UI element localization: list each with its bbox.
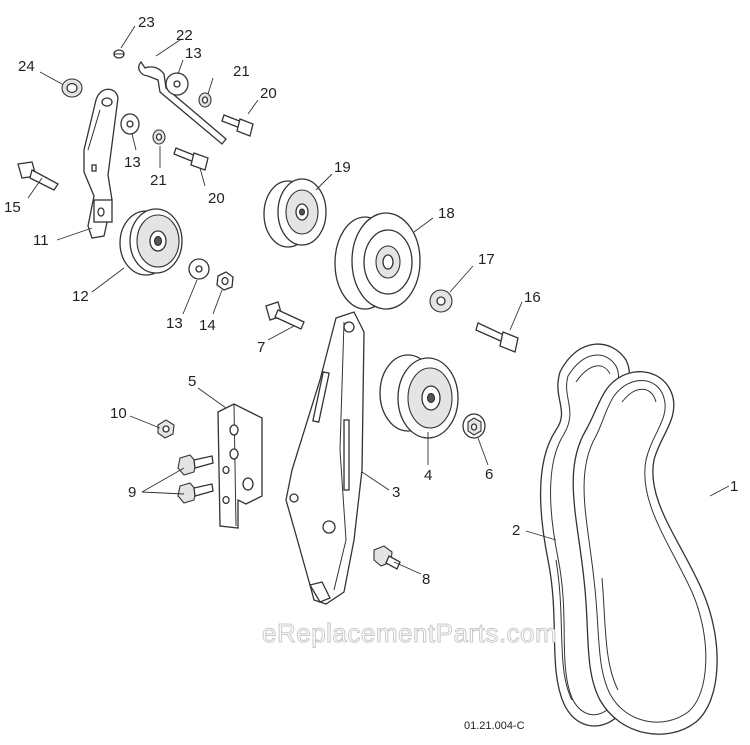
callout-10: 10 — [110, 405, 127, 422]
callout-9: 9 — [128, 484, 136, 501]
part-11-bracket[interactable] — [83, 88, 119, 239]
callout-13-top: 13 — [185, 45, 202, 62]
callout-3: 3 — [392, 484, 400, 501]
callout-19: 19 — [334, 159, 351, 176]
callout-15: 15 — [4, 199, 21, 216]
callout-4: 4 — [424, 467, 432, 484]
callout-7: 7 — [257, 339, 265, 356]
callout-11: 11 — [33, 232, 49, 249]
part-10-nut[interactable] — [157, 419, 175, 439]
part-8-bolt[interactable] — [373, 545, 401, 570]
callout-1: 1 — [730, 478, 738, 495]
part-24-bushing[interactable] — [61, 78, 83, 98]
part-7-bolt[interactable] — [265, 301, 305, 330]
part-21-nut-low[interactable] — [152, 129, 166, 145]
callout-14: 14 — [199, 317, 216, 334]
part-15-bolt[interactable] — [17, 161, 59, 191]
callout-12: 12 — [72, 288, 89, 305]
part-3-idler-arm[interactable] — [285, 311, 365, 605]
part-9-bolt-lower[interactable] — [177, 482, 214, 504]
part-14-nut[interactable] — [216, 271, 234, 291]
part-12-pulley[interactable] — [119, 208, 183, 276]
callout-13-low: 13 — [166, 315, 183, 332]
part-23-clip[interactable] — [113, 49, 125, 59]
callout-20-low: 20 — [208, 190, 225, 207]
part-1-belt[interactable] — [572, 371, 718, 735]
part-5-plate[interactable] — [217, 403, 263, 529]
part-6-nut[interactable] — [462, 413, 486, 439]
callout-21-low: 21 — [150, 172, 167, 189]
callout-8: 8 — [422, 571, 430, 588]
leader-lines — [27, 25, 730, 575]
callout-22: 22 — [176, 27, 193, 44]
callout-17: 17 — [478, 251, 495, 268]
watermark: eReplacementParts.com — [262, 618, 557, 648]
part-19-pulley[interactable] — [263, 178, 327, 248]
callout-5: 5 — [188, 373, 196, 390]
callout-23: 23 — [138, 14, 155, 31]
part-4-pulley[interactable] — [379, 354, 459, 439]
part-20-bolt-top[interactable] — [221, 114, 254, 137]
part-21-nut-top[interactable] — [198, 92, 212, 108]
callout-18: 18 — [438, 205, 455, 222]
callout-24: 24 — [18, 58, 35, 75]
part-13-washer-low[interactable] — [188, 258, 210, 280]
callout-labels: 1 2 3 4 5 6 7 8 9 10 11 12 13 13 13 14 1… — [4, 14, 738, 588]
callout-16: 16 — [524, 289, 541, 306]
callout-6: 6 — [485, 466, 493, 483]
part-13-washer-top[interactable] — [165, 72, 189, 96]
part-20-bolt-low[interactable] — [173, 147, 209, 171]
part-9-bolt-upper[interactable] — [177, 454, 214, 476]
part-18-pulley[interactable] — [334, 212, 421, 310]
drawing-code: 01.21.004-C — [464, 720, 525, 732]
callout-20-top: 20 — [260, 85, 277, 102]
part-16-bolt[interactable] — [475, 322, 519, 353]
part-13-washer-mid[interactable] — [120, 113, 140, 135]
callout-2: 2 — [512, 522, 520, 539]
part-17-spacer[interactable] — [429, 289, 453, 313]
part-22-rod[interactable] — [138, 60, 227, 145]
callout-13-mid: 13 — [124, 154, 141, 171]
callout-21-top: 21 — [233, 63, 250, 80]
